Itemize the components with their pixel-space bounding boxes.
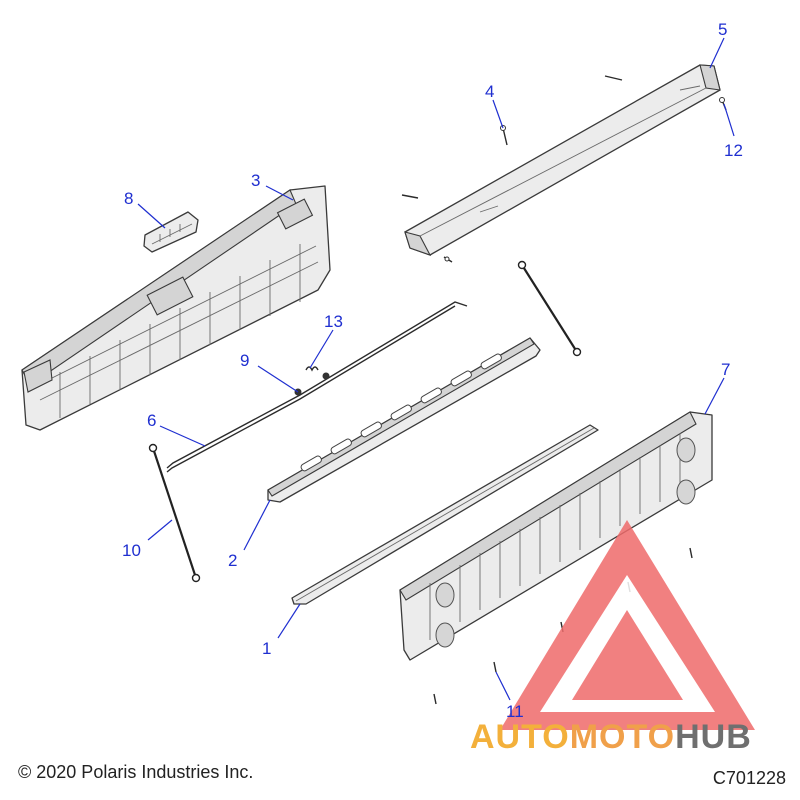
callout-1: 1 — [262, 639, 271, 658]
callout-10: 10 — [122, 541, 141, 560]
part-6-latch-rod — [166, 301, 468, 473]
watermark-hub: HUB — [675, 718, 752, 756]
leader-lines — [137, 37, 735, 701]
callout-5: 5 — [718, 20, 727, 39]
callout-3: 3 — [251, 171, 260, 190]
diagram-code: C701228 — [712, 768, 786, 788]
fastener — [443, 256, 453, 263]
callout-13: 13 — [324, 312, 343, 331]
callout-7: 7 — [721, 360, 730, 379]
part-5-top-cap-rail — [401, 64, 721, 256]
part-13-spring-clip — [305, 366, 319, 372]
watermark-auto: AUTO — [470, 718, 570, 756]
watermark-moto: MOTO — [570, 718, 675, 756]
callout-12: 12 — [724, 141, 743, 160]
callout-9: 9 — [240, 351, 249, 370]
callout-11: 11 — [506, 702, 524, 721]
part-3-tailgate-panel — [21, 185, 331, 431]
support-cable-right — [517, 260, 582, 357]
callout-4: 4 — [485, 82, 494, 101]
watermark-text: AUTOMOTOHUB — [470, 718, 752, 756]
watermark-logo — [500, 520, 755, 730]
part-8-latch-handle — [143, 211, 199, 253]
callout-2: 2 — [228, 551, 237, 570]
callout-6: 6 — [147, 411, 156, 430]
callout-8: 8 — [124, 189, 133, 208]
part-4-bolt — [500, 125, 508, 146]
part-7-rear-panel — [399, 411, 713, 661]
part-2-slotted-trim — [267, 337, 541, 503]
part-1-lower-bar — [291, 424, 599, 605]
copyright-text: © 2020 Polaris Industries Inc. — [18, 762, 254, 782]
part-10-support-cable — [148, 443, 201, 583]
